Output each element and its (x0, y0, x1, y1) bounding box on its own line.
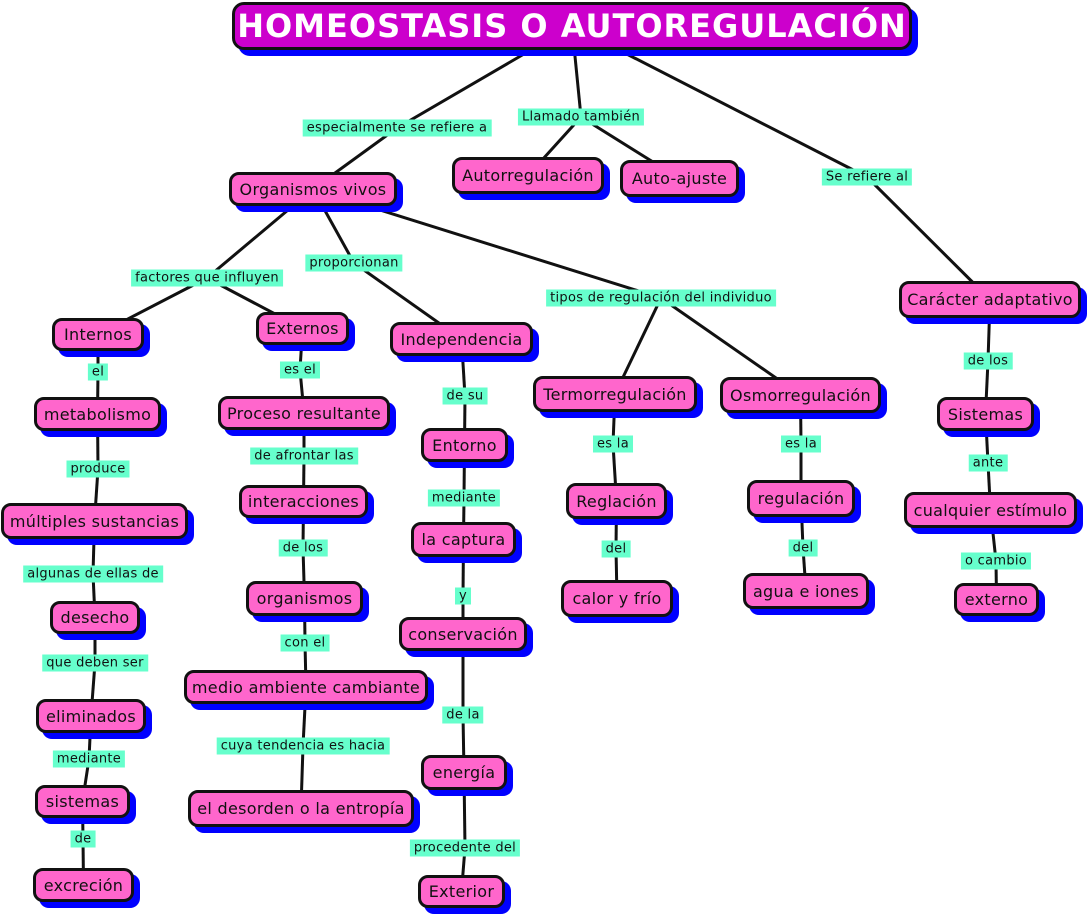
link-label-de-los-1: de los (963, 352, 1013, 370)
connector-line (865, 175, 992, 301)
link-label-o-cambio: o cambio (960, 552, 1032, 570)
concept-node-autorregulacion[interactable]: Autorregulación (452, 157, 604, 194)
concept-node-excrecion[interactable]: excreción (33, 868, 134, 902)
concept-node-sistemas-cap[interactable]: Sistemas (937, 397, 1034, 431)
concept-node-eliminados[interactable]: eliminados (36, 699, 146, 733)
map-title[interactable]: HOMEOSTASIS O AUTOREGULACIÓN (232, 2, 912, 50)
link-label-mediante-1: mediante (427, 489, 501, 507)
concept-node-entorno[interactable]: Entorno (421, 428, 508, 462)
concept-node-osmorregulacion[interactable]: Osmorregulación (720, 377, 881, 413)
concept-node-conservacion[interactable]: conservación (399, 617, 527, 651)
concept-node-proceso-resultante[interactable]: Proceso resultante (218, 396, 390, 430)
link-label-algunas: algunas de ellas de (23, 565, 163, 583)
link-label-con-el: con el (280, 634, 330, 652)
concept-node-internos[interactable]: Internos (52, 318, 144, 351)
concept-node-externo[interactable]: externo (954, 583, 1039, 616)
concept-node-regulacion[interactable]: regulación (747, 480, 855, 517)
link-label-mediante-2: mediante (52, 750, 126, 768)
concept-node-desecho[interactable]: desecho (50, 601, 140, 634)
concept-node-agua-iones[interactable]: agua e iones (743, 573, 869, 609)
link-label-se-refiere-al: Se refiere al (821, 168, 913, 186)
link-label-proporcionan: proporcionan (305, 254, 403, 272)
concept-node-caracter-adaptativo[interactable]: Carácter adaptativo (899, 281, 1081, 318)
link-label-de-la: de la (442, 706, 484, 724)
link-label-de-afrontar: de afrontar las (250, 447, 358, 465)
link-label-procedente: procedente del (409, 839, 521, 857)
concept-node-independencia[interactable]: Independencia (390, 322, 533, 356)
link-label-es-el: es el (279, 361, 321, 379)
connector-line (571, 24, 868, 179)
link-label-especialmente: especialmente se refiere a (302, 119, 492, 137)
link-label-es-la-1: es la (593, 435, 633, 453)
link-label-de: de (70, 830, 96, 848)
concept-node-cualquier-estimulo[interactable]: cualquier estímulo (904, 492, 1077, 528)
concept-node-organismos[interactable]: organismos (246, 581, 363, 616)
link-label-ante: ante (968, 454, 1008, 472)
concept-node-externos[interactable]: Externos (256, 312, 349, 345)
concept-node-organismos-vivos[interactable]: Organismos vivos (229, 172, 397, 206)
concept-node-metabolismo[interactable]: metabolismo (34, 397, 161, 431)
link-label-produce: produce (66, 460, 130, 478)
connector-line (312, 187, 662, 300)
concept-node-desorden[interactable]: el desorden o la entropía (188, 790, 414, 827)
concept-node-sistemas[interactable]: sistemas (35, 785, 130, 818)
concept-node-termorregulacion[interactable]: Termorregulación (533, 376, 697, 412)
link-label-que-deben: que deben ser (42, 654, 148, 672)
link-label-es-la-2: es la (781, 435, 821, 453)
concept-node-reglacion[interactable]: Reglación (566, 483, 667, 519)
link-label-de-su: de su (442, 387, 488, 405)
concept-node-medio-ambiente[interactable]: medio ambiente cambiante (184, 670, 428, 704)
link-label-de-los-2: de los (278, 539, 328, 557)
link-label-del-1: del (601, 540, 631, 558)
link-label-del-2: del (788, 539, 818, 557)
concept-node-multiples-sustancias[interactable]: múltiples sustancias (1, 503, 188, 539)
link-label-llamado: Llamado también (517, 108, 645, 126)
concept-node-auto-ajuste[interactable]: Auto-ajuste (620, 160, 739, 197)
link-label-tipos: tipos de regulación del individuo (546, 289, 776, 307)
link-label-el: el (87, 363, 109, 381)
concept-node-exterior[interactable]: Exterior (418, 875, 505, 908)
link-label-y: y (455, 587, 471, 605)
link-label-cuya: cuya tendencia es hacia (216, 737, 390, 755)
concept-node-la-captura[interactable]: la captura (411, 522, 516, 557)
link-label-factores: factores que influyen (131, 269, 283, 287)
concept-node-calor-frio[interactable]: calor y frío (561, 580, 673, 617)
concept-node-interacciones[interactable]: interacciones (239, 485, 368, 518)
concept-node-energia[interactable]: energía (421, 755, 507, 790)
